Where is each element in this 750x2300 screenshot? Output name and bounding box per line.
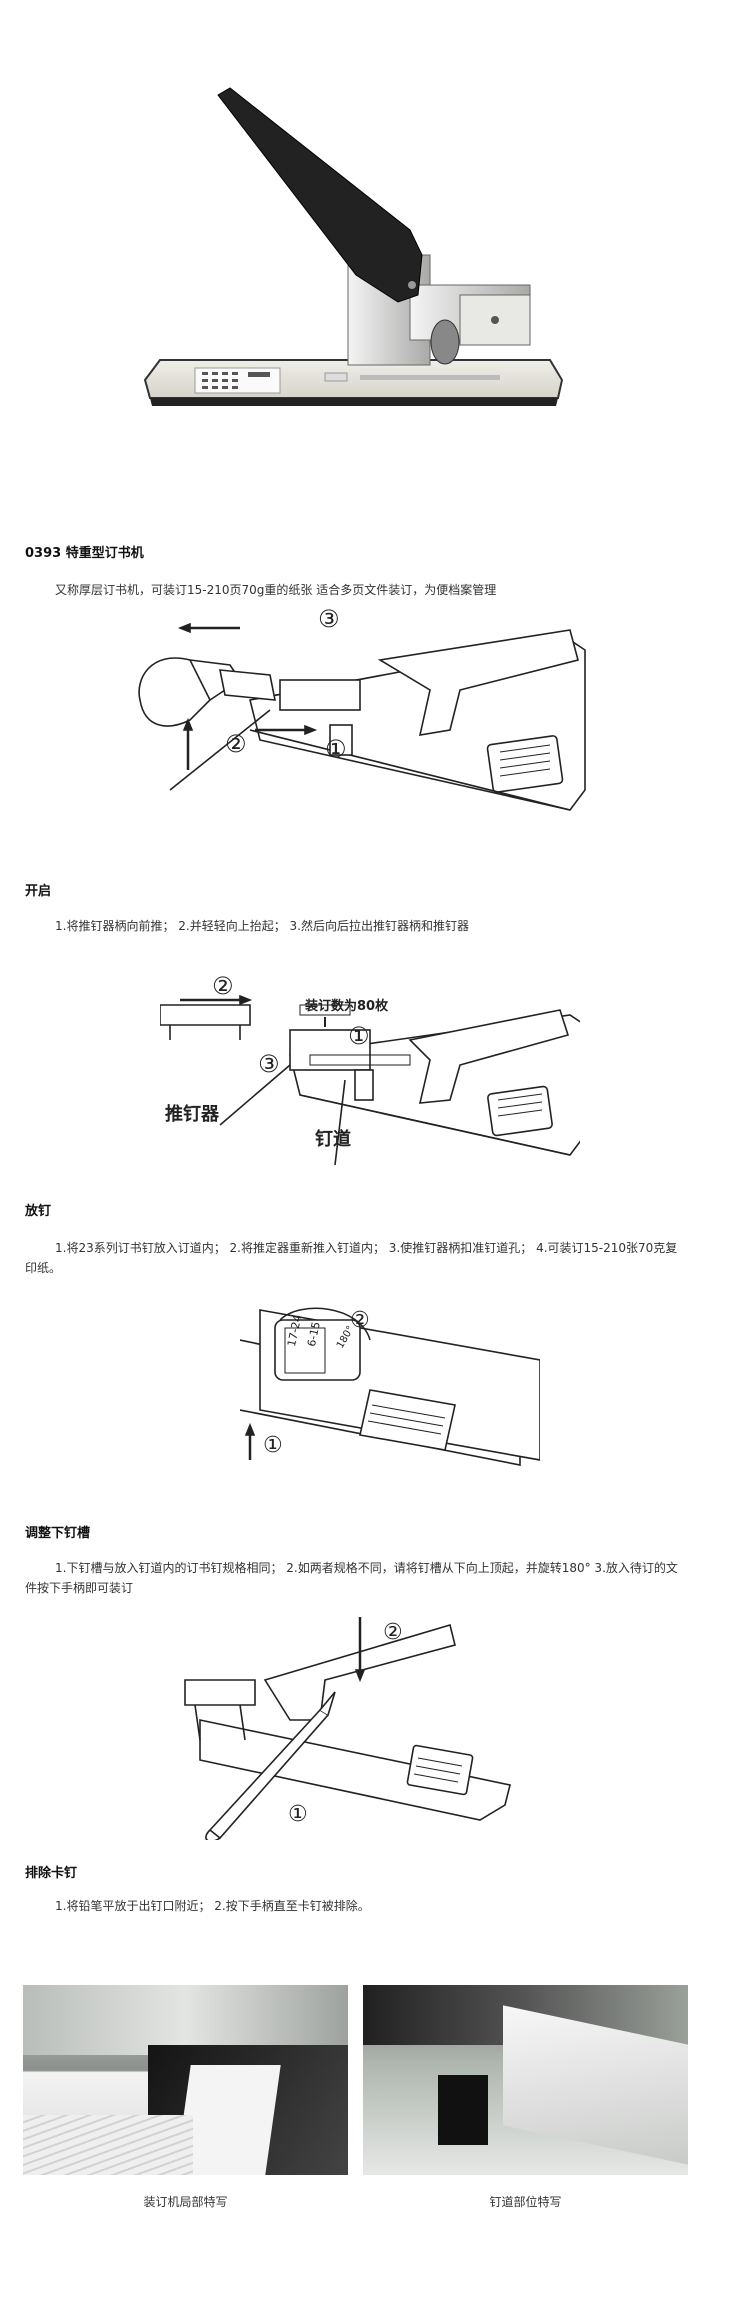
photo-caption-right: 钉道部位特写 [489, 2195, 562, 2209]
diagram4-label-1: ① [288, 1802, 308, 1827]
diagram2-label-2: ② [212, 972, 234, 1000]
section-heading-jam: 排除卡钉 [25, 1866, 78, 1881]
diagram3-label-1: ① [263, 1433, 283, 1458]
diagram2-pusher-label: 推钉器 [165, 1104, 219, 1125]
clinch-plate-diagram [240, 1307, 540, 1466]
stapler-product-image [143, 87, 564, 406]
diagram3-label-2: ② [350, 1308, 370, 1333]
product-description: 又称厚层订书机，可装订15-210页70g重的纸张 适合多页文件装订，为便档案管… [55, 583, 497, 597]
product-title: 0393 特重型订书机 [25, 546, 144, 561]
diagram2-channel-label: 钉道 [315, 1129, 351, 1150]
photo-caption-left: 装订机局部特写 [143, 2195, 228, 2209]
section-text-jam: 1.将铅笔平放于出钉口附近； 2.按下手柄直至卡钉被排除。 [55, 1899, 370, 1913]
diagram1-label-1: ① [325, 735, 347, 763]
section-text-load: 1.将23系列订书钉放入订道内； 2.将推定器重新推入钉道内； 3.使推钉器柄扣… [25, 1241, 678, 1275]
stapler-closeup-photo [23, 1985, 348, 2175]
diagram4-label-2: ② [383, 1620, 403, 1645]
load-staples-diagram [160, 994, 580, 1166]
section-heading-load: 放钉 [25, 1204, 52, 1219]
section-heading-adjust: 调整下钉槽 [25, 1526, 91, 1541]
diagram2-label-1: ① [348, 1022, 370, 1050]
diagram1-label-3: ③ [318, 605, 340, 633]
clear-jam-diagram [184, 1617, 511, 1840]
section-text-open: 1.将推钉器柄向前推； 2.并轻轻向上抬起； 3.然后向后拉出推钉器柄和推钉器 [55, 919, 469, 933]
open-diagram [138, 622, 586, 811]
section-text-adjust: 1.下钉槽与放入钉道内的订书钉规格相同； 2.如两者规格不同，请将钉槽从下向上顶… [25, 1561, 678, 1595]
diagram2-label-3: ③ [258, 1050, 280, 1078]
diagram1-label-2: ② [225, 730, 247, 758]
section-heading-open: 开启 [25, 884, 52, 899]
channel-closeup-photo [363, 1985, 688, 2175]
diagram2-capacity-label: 装订数为80枚 [305, 999, 389, 1014]
